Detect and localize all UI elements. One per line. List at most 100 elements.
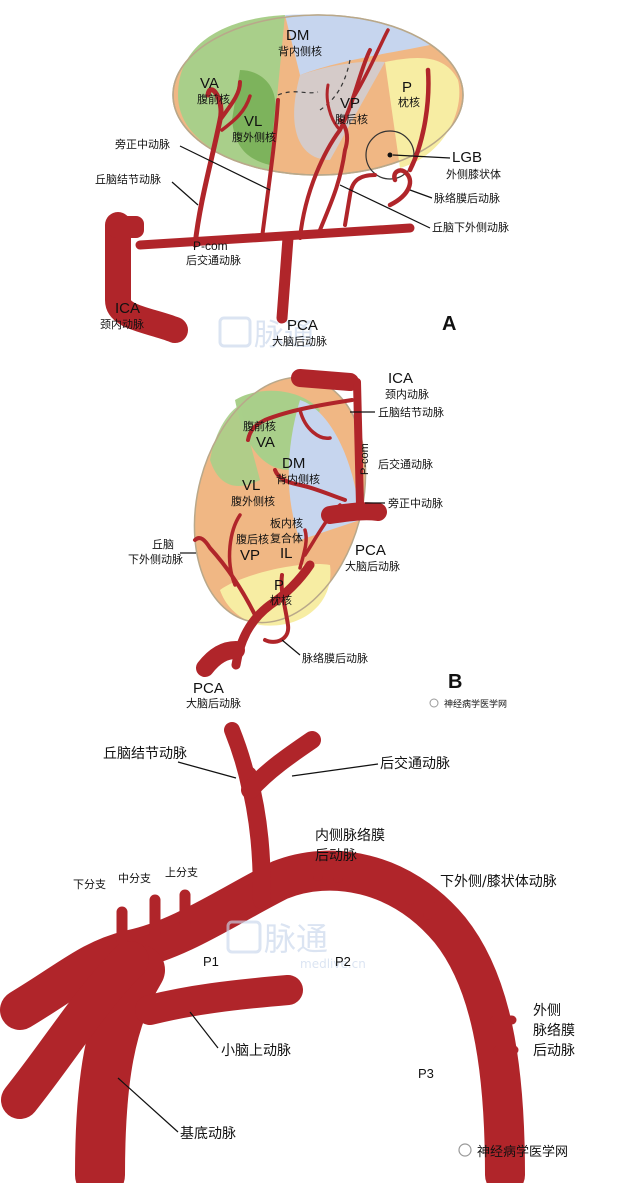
label-lateral-choroidal-c3: 后动脉	[533, 1043, 575, 1059]
label-paramedian-b: 旁正中动脉	[388, 496, 443, 510]
label-vp-cn-a: 腹后核	[335, 112, 368, 126]
label-ica-b: ICA	[388, 370, 413, 387]
label-p1-c: P1	[203, 954, 219, 969]
panel-b	[193, 369, 387, 677]
vl-region-a	[232, 70, 276, 165]
pointer-sca-c	[189, 1011, 219, 1049]
label-lateral-choroidal-c2: 脉络膜	[533, 1023, 575, 1039]
label-tuberothalamic-a: 丘脑结节动脉	[95, 172, 161, 186]
post-choroidal-a	[387, 168, 413, 208]
ilat-geniculate-c2	[423, 897, 447, 920]
panel-c	[0, 722, 525, 1183]
thalamus-border-a	[172, 14, 464, 176]
dashed-boundary-a	[319, 59, 351, 111]
p-branch-b	[298, 528, 308, 570]
label-dm-a: DM	[286, 27, 309, 44]
label-il-cn1-b: 板内核	[270, 516, 303, 530]
label-vp-b: VP	[240, 547, 260, 564]
ica-cap-a	[108, 216, 144, 238]
label-pca2-b: PCA	[193, 680, 224, 697]
credit-c: 神经病学医学网	[477, 1144, 568, 1160]
tuberothalamic-a	[192, 87, 224, 248]
post-choroidal-b	[263, 573, 291, 644]
label-middle-branch-c: 中分支	[118, 872, 151, 885]
basilar-c	[75, 945, 165, 1183]
pcom-c	[241, 731, 321, 799]
pointer-inferolateral-a	[339, 184, 431, 229]
label-paramedian-a: 旁正中动脉	[115, 137, 170, 151]
pointer-pcom-c	[291, 763, 379, 777]
label-lgb-cn-a: 外侧膝状体	[446, 167, 501, 181]
label-pca-cn-a: 大脑后动脉	[272, 334, 327, 348]
pointer-tuberothalamic-a	[171, 181, 199, 206]
watermark-a: 脉通	[218, 316, 314, 353]
ica-trunk-a	[105, 212, 188, 343]
wechat-icon	[429, 698, 439, 708]
inferolateral-b	[193, 536, 257, 617]
pca-trunk-a	[276, 232, 294, 324]
ilat-br-b	[227, 513, 242, 587]
label-p3-c: P3	[418, 1066, 434, 1081]
credit-b: 神经病学医学网	[444, 698, 507, 710]
label-il-b: IL	[280, 545, 293, 562]
label-lgb-a: LGB	[452, 149, 482, 166]
label-ica-cn-b: 颈内动脉	[385, 387, 429, 401]
label-inferolateral-geniculate-c: 下外侧/膝状体动脉	[440, 874, 557, 890]
label-ica-cn-a: 颈内动脉	[100, 317, 144, 331]
pca-right-b	[321, 502, 387, 524]
lgb-circle-a	[365, 130, 415, 180]
label-ica-a: ICA	[115, 300, 140, 317]
dm-lower-a	[294, 61, 385, 160]
label-va-b: VA	[256, 434, 275, 451]
p-region-a	[385, 57, 460, 169]
pointer-tuberothalamic-c	[177, 761, 237, 779]
label-pca2-cn-b: 大脑后动脉	[186, 696, 241, 710]
label-p-b: P	[274, 577, 284, 594]
sca-c	[135, 975, 303, 1025]
pcom-b	[353, 378, 364, 509]
vp-branch-a	[325, 83, 342, 132]
label-vl-cn-b: 腹外侧核	[231, 494, 275, 508]
label-dm-cn-b: 背内侧核	[276, 472, 320, 486]
label-p2-c: P2	[335, 954, 351, 969]
label-pca-a: PCA	[287, 317, 318, 334]
panel-letter-b: B	[448, 671, 462, 693]
vl-region-b	[210, 405, 260, 486]
label-inferolateral-b-2: 下外侧动脉	[128, 552, 183, 566]
watermark-logo-icon	[226, 920, 262, 954]
label-va-a: VA	[200, 75, 219, 92]
label-lateral-choroidal-c1: 外侧	[533, 1003, 561, 1019]
paramedian-a	[260, 98, 280, 240]
paramedian-br-b	[303, 503, 342, 557]
dm-region-a	[285, 14, 430, 75]
label-lower-branch-c: 下分支	[73, 878, 106, 891]
label-p-a: P	[402, 79, 412, 96]
pointer-post-choroidal-b	[281, 639, 301, 656]
label-pcom-b: P-com	[359, 443, 371, 475]
label-il-cn2-b: 复合体	[270, 531, 303, 545]
label-pcom-c: 后交通动脉	[380, 755, 450, 772]
label-va-cn-b: 腹前核	[243, 419, 276, 433]
label-pcom-a: P-com	[193, 239, 228, 253]
label-vl-a: VL	[244, 113, 262, 130]
watermark-logo-icon	[218, 316, 252, 348]
pca-base-b	[196, 641, 245, 677]
labels-c: 丘脑结节动脉 后交通动脉 内侧脉络膜 后动脉 下分支 中分支 上分支 下外侧/膝…	[73, 746, 575, 1160]
tuberothalamic-b	[246, 398, 354, 442]
tuberothalamic-br2-a	[220, 94, 252, 132]
label-tuberothalamic-c: 丘脑结节动脉	[103, 746, 187, 762]
ica-b	[291, 369, 359, 391]
label-inferolateral-b-1: 丘脑	[152, 538, 174, 551]
watermark-cn-c: 脉通	[264, 920, 328, 958]
label-post-choroidal-b: 脉络膜后动脉	[302, 651, 368, 665]
p-branch-a	[407, 67, 431, 173]
lgb-dot-a	[387, 152, 393, 158]
watermark-c: 脉通 medlive.cn	[226, 920, 366, 971]
wechat-icon	[458, 1143, 472, 1157]
label-medial-choroidal-c1: 内侧脉络膜	[315, 828, 385, 844]
pointer-lgb-a	[392, 154, 451, 159]
dm-branch2-a	[353, 28, 390, 97]
label-dm-cn-a: 背内侧核	[278, 44, 322, 58]
label-vp-a: VP	[340, 95, 360, 112]
